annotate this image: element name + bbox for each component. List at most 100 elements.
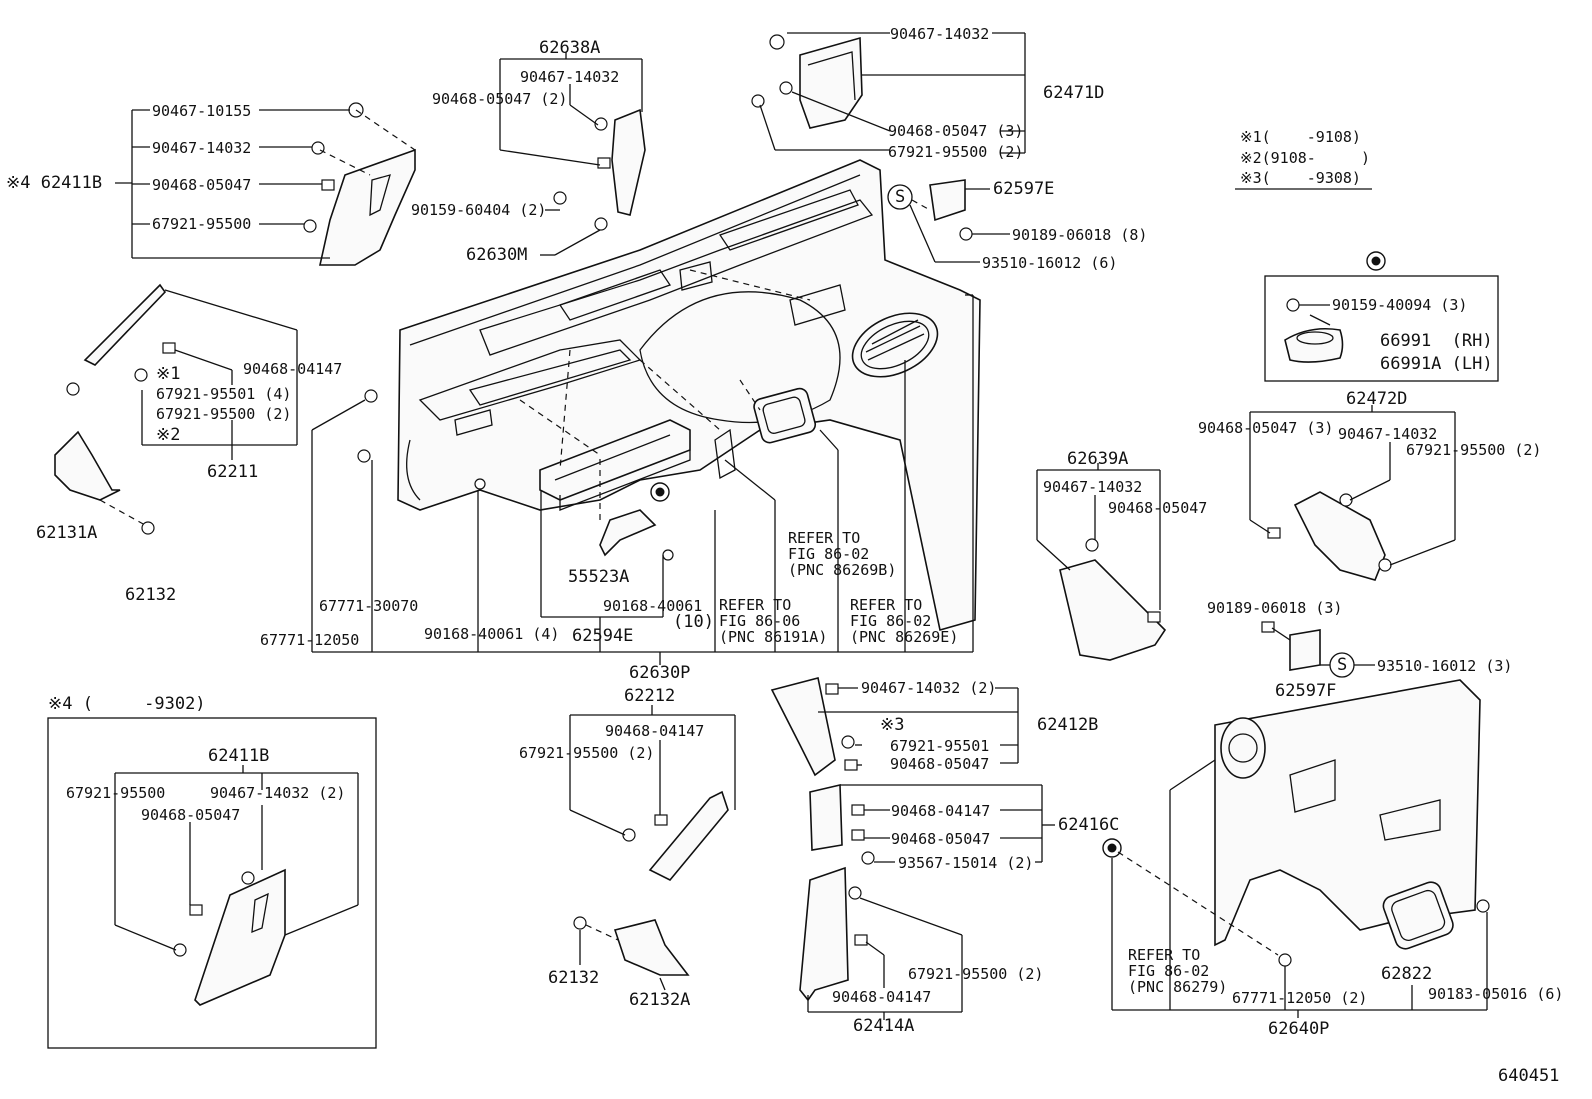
clip-67771-30070 xyxy=(357,449,371,463)
pillar-trim-62212 xyxy=(622,790,729,881)
label-90159-60404: 90159-60404 (2) xyxy=(411,201,547,219)
pillar-trim-62638A xyxy=(594,108,646,216)
label-93510-16012-6: 93510-16012 (6) xyxy=(982,254,1118,272)
label-62411B-lower-a: 67921-95500 xyxy=(66,784,166,802)
label-62639A-b: 90468-05047 xyxy=(1108,499,1208,517)
trim-62471D xyxy=(751,34,863,129)
label-67771-12050: 67771-12050 xyxy=(260,631,360,649)
label-62471D-b: 67921-95500 (2) xyxy=(888,143,1024,161)
pillar-trim-62639A xyxy=(1059,538,1167,661)
label-62132A: 62132A xyxy=(629,990,691,1010)
label-67921-95500-left: 67921-95500 xyxy=(152,215,252,233)
clip-67771-12050 xyxy=(364,389,378,403)
label-62638A-b: 90468-05047 (2) xyxy=(432,90,568,108)
label-62594E: 62594E xyxy=(572,626,634,646)
label-62472D-c: 67921-95500 (2) xyxy=(1406,441,1542,459)
legend-note-3: ※3( -9308) xyxy=(1240,169,1361,187)
screw-90168-40061b xyxy=(662,549,674,561)
refer-86269E-line2: FIG 86-02 xyxy=(850,612,932,630)
note4-header: ※4 ( -9302) xyxy=(48,694,206,714)
symbol-s-1: S xyxy=(895,187,906,207)
label-62416C-c: 93567-15014 (2) xyxy=(898,854,1034,872)
label-90168-40061-qty: (10) xyxy=(673,612,714,632)
detail-box-note4 xyxy=(47,717,377,1049)
label-62822: 62822 xyxy=(1381,964,1433,984)
refer-86191A-line2: FIG 86-06 xyxy=(719,612,801,630)
trim-62412B xyxy=(770,677,858,777)
label-67921-95501-4: 67921-95501 (4) xyxy=(156,385,292,403)
figure-number: 640451 xyxy=(1498,1066,1560,1086)
label-67921-95500-2: 67921-95500 (2) xyxy=(156,405,292,423)
label-62132-lower: 62132 xyxy=(548,968,600,988)
label-66991A: 66991A (LH) xyxy=(1380,354,1493,374)
label-62212-a: 90468-04147 xyxy=(605,722,705,740)
label-55523A: 55523A xyxy=(568,567,630,587)
refer-86269B-line1: REFER TO xyxy=(788,529,861,547)
label-62630M: 62630M xyxy=(466,245,528,265)
label-90189-06018-8: 90189-06018 (8) xyxy=(1012,226,1148,244)
refer-86269B-line3: (PNC 86269B) xyxy=(788,561,897,579)
label-62212: 62212 xyxy=(624,686,676,706)
label-62132-upper: 62132 xyxy=(125,585,177,605)
label-62416C-a: 90468-04147 xyxy=(891,802,991,820)
symbol-dot-circle-right xyxy=(1102,838,1122,858)
label-62411B-upper: ※4 62411B xyxy=(6,173,103,193)
trim-62411B-lower xyxy=(173,868,286,1006)
label-62412B-a: 90467-14032 (2) xyxy=(861,679,997,697)
label-62472D: 62472D xyxy=(1346,389,1408,409)
clip-62630M xyxy=(594,217,608,231)
quarter-trim-panel-right xyxy=(1214,679,1481,947)
trim-strip-62211 xyxy=(66,283,176,396)
label-62412B: 62412B xyxy=(1037,715,1099,735)
symbol-s-2: S xyxy=(1337,655,1348,675)
note-x3: ※3 xyxy=(880,715,905,735)
speaker-grille-lower xyxy=(1382,881,1490,950)
label-62472D-a: 90468-05047 (3) xyxy=(1198,419,1334,437)
refer-86269E-line3: (PNC 86269E) xyxy=(850,628,959,646)
label-62412B-c: 90468-05047 xyxy=(890,755,990,773)
clip-67771-12050-right xyxy=(1278,953,1292,967)
speaker-grille-upper xyxy=(851,312,939,378)
trim-62472D xyxy=(1267,491,1392,581)
label-62211: 62211 xyxy=(207,462,259,482)
label-62414A-b: 90468-04147 xyxy=(832,988,932,1006)
refer-86279-line1: REFER TO xyxy=(1128,946,1201,964)
socket-86191A xyxy=(714,428,736,480)
label-90168-40061-4: 90168-40061 (4) xyxy=(424,625,560,643)
label-62471D-top: 90467-14032 xyxy=(890,25,990,43)
label-62639A: 62639A xyxy=(1067,449,1129,469)
note-x2: ※2 xyxy=(156,425,181,445)
label-62471D: 62471D xyxy=(1043,83,1105,103)
symbol-dot-circle-center xyxy=(650,482,670,502)
label-62412B-b: 67921-95501 xyxy=(890,737,990,755)
label-62414A-a: 67921-95500 (2) xyxy=(908,965,1044,983)
legend-note-2: ※2(9108- ) xyxy=(1240,149,1370,167)
label-62414A: 62414A xyxy=(853,1016,915,1036)
label-90467-10155: 90467-10155 xyxy=(152,102,252,120)
label-62411B-lower: 62411B xyxy=(208,746,270,766)
label-62472D-b: 90467-14032 xyxy=(1338,425,1438,443)
trim-62411B-upper xyxy=(303,102,416,266)
label-90183-05016: 90183-05016 (6) xyxy=(1428,985,1564,1003)
label-62639A-a: 90467-14032 xyxy=(1043,478,1143,496)
refer-86279-line2: FIG 86-02 xyxy=(1128,962,1210,980)
label-62416C: 62416C xyxy=(1058,815,1120,835)
quarter-trim-panel-center xyxy=(397,159,981,632)
detail-box-66991 xyxy=(1264,251,1499,382)
trim-62131A xyxy=(54,430,155,535)
label-90467-14032-left: 90467-14032 xyxy=(152,139,252,157)
bracket-55523A xyxy=(599,509,657,557)
label-62411B-lower-b: 90467-14032 (2) xyxy=(210,784,346,802)
trim-62132A xyxy=(573,916,690,976)
label-90189-06018-3: 90189-06018 (3) xyxy=(1207,599,1343,617)
refer-86269E-line1: REFER TO xyxy=(850,596,923,614)
label-62638A-a: 90467-14032 xyxy=(520,68,620,86)
label-62471D-a: 90468-05047 (3) xyxy=(888,122,1024,140)
trim-62414A xyxy=(799,866,868,1002)
note-x1: ※1 xyxy=(156,364,181,384)
label-62416C-b: 90468-05047 xyxy=(891,830,991,848)
label-62411B-lower-c: 90468-05047 xyxy=(141,806,241,824)
label-66991: 66991 (RH) xyxy=(1380,331,1493,351)
